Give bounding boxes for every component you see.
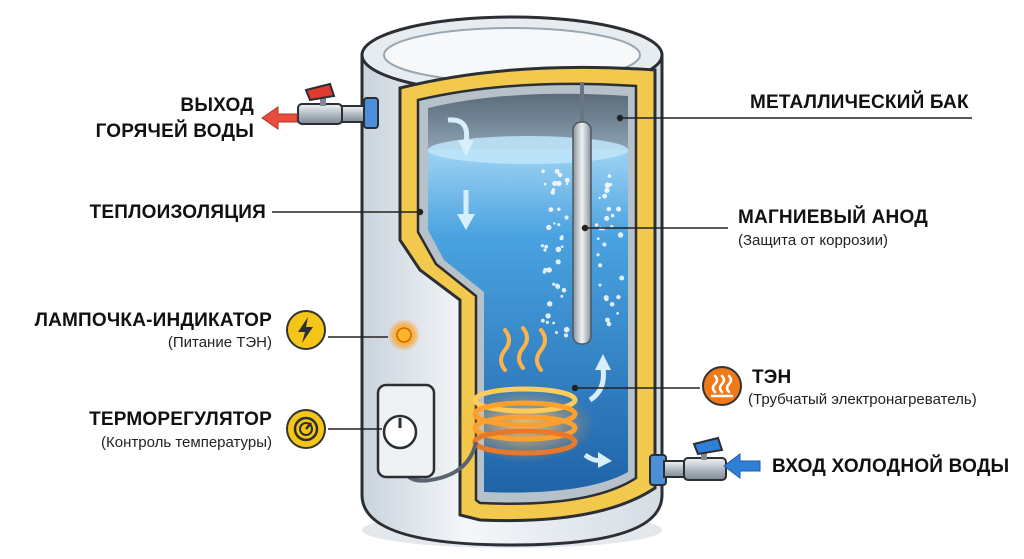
water-surface (428, 136, 628, 164)
bubble (550, 190, 556, 195)
heater-label: ТЭН (752, 367, 792, 388)
bubble (596, 237, 600, 241)
lightning-icon (286, 310, 326, 350)
bubble (546, 224, 552, 231)
cold-inlet-label: ВХОД ХОЛОДНОЙ ВОДЫ (772, 456, 1010, 477)
bubble (547, 301, 553, 307)
bubble (547, 313, 551, 316)
bubble (619, 275, 625, 281)
bubble (540, 244, 545, 248)
bubble (604, 215, 610, 221)
bubble (598, 196, 601, 200)
dial-icon (286, 409, 326, 449)
bubble (598, 263, 603, 268)
bubble (564, 215, 569, 220)
cold-inlet-valve (683, 457, 727, 481)
bubble (546, 267, 552, 273)
bubble (560, 235, 564, 238)
anode-label: МАГНИЕВЫЙ АНОД (738, 207, 928, 228)
bubble (606, 321, 612, 327)
bubble (555, 259, 561, 265)
bubble (557, 207, 561, 211)
bubble (545, 320, 550, 324)
arrow-left-icon (261, 106, 298, 130)
thermostat-sublabel: (Контроль температуры) (101, 434, 272, 451)
bubble (594, 223, 599, 227)
bubble (556, 180, 562, 187)
bubble (565, 182, 569, 186)
bubble (557, 223, 561, 227)
bubble (561, 287, 567, 293)
bubble (604, 187, 610, 193)
thermostat-label: ТЕРМОРЕГУЛЯТОР (89, 409, 272, 430)
bubble (552, 282, 556, 286)
hot-outlet-label-line1: ВЫХОД (180, 95, 254, 116)
bubble (563, 333, 569, 338)
insulation-label: ТЕПЛОИЗОЛЯЦИЯ (89, 202, 266, 223)
indicator-lamp (396, 327, 412, 343)
anode-sublabel: (Защита от коррозии) (738, 232, 888, 249)
lamp-sublabel: (Питание ТЭН) (167, 334, 272, 351)
bubble (541, 318, 545, 323)
bubble (596, 253, 600, 257)
bubble (602, 193, 607, 199)
bubble (552, 321, 555, 325)
tank-label: МЕТАЛЛИЧЕСКИЙ БАК (750, 92, 969, 113)
bubble (598, 283, 602, 287)
bubble (609, 302, 615, 307)
bubble (554, 169, 560, 174)
bubble (548, 207, 554, 213)
bubble (543, 248, 547, 252)
bubble (607, 174, 612, 178)
bubble (617, 232, 624, 238)
bubble (563, 326, 570, 333)
bubble (555, 284, 561, 289)
bubble (552, 180, 558, 186)
bubble (616, 312, 619, 315)
bubble (602, 242, 607, 247)
lamp-label: ЛАМПОЧКА-ИНДИКАТОР (34, 310, 272, 331)
bubble (544, 244, 549, 249)
bubble (553, 222, 556, 225)
bubble (606, 206, 611, 212)
heat-waves-icon (702, 366, 742, 406)
bubble (560, 245, 564, 248)
bubble (542, 270, 547, 274)
bubble (560, 294, 564, 298)
arrow-left-icon (723, 453, 761, 479)
bubble (543, 182, 547, 186)
bubble (555, 246, 562, 253)
bubble (610, 213, 615, 218)
cold-valve-handle[interactable] (692, 436, 724, 456)
bubble (555, 331, 558, 334)
bubble (557, 172, 563, 178)
bubble (605, 183, 609, 187)
hot-outlet-valve (297, 103, 343, 125)
heater-sublabel: (Трубчатый электронагреватель) (748, 391, 977, 408)
bubble (609, 183, 613, 186)
magnesium-anode (572, 121, 592, 345)
bubble (605, 317, 610, 323)
bubble (541, 169, 545, 173)
hot-outlet-label-line2: ГОРЯЧЕЙ ВОДЫ (95, 121, 254, 142)
hot-valve-handle[interactable] (304, 82, 336, 102)
heat-waves (499, 326, 547, 372)
leader-lines (272, 114, 972, 430)
bubble (564, 177, 570, 183)
bubble (616, 206, 622, 212)
bubble (603, 295, 609, 301)
bubble (616, 294, 621, 300)
thermostat-knob[interactable] (382, 414, 418, 450)
